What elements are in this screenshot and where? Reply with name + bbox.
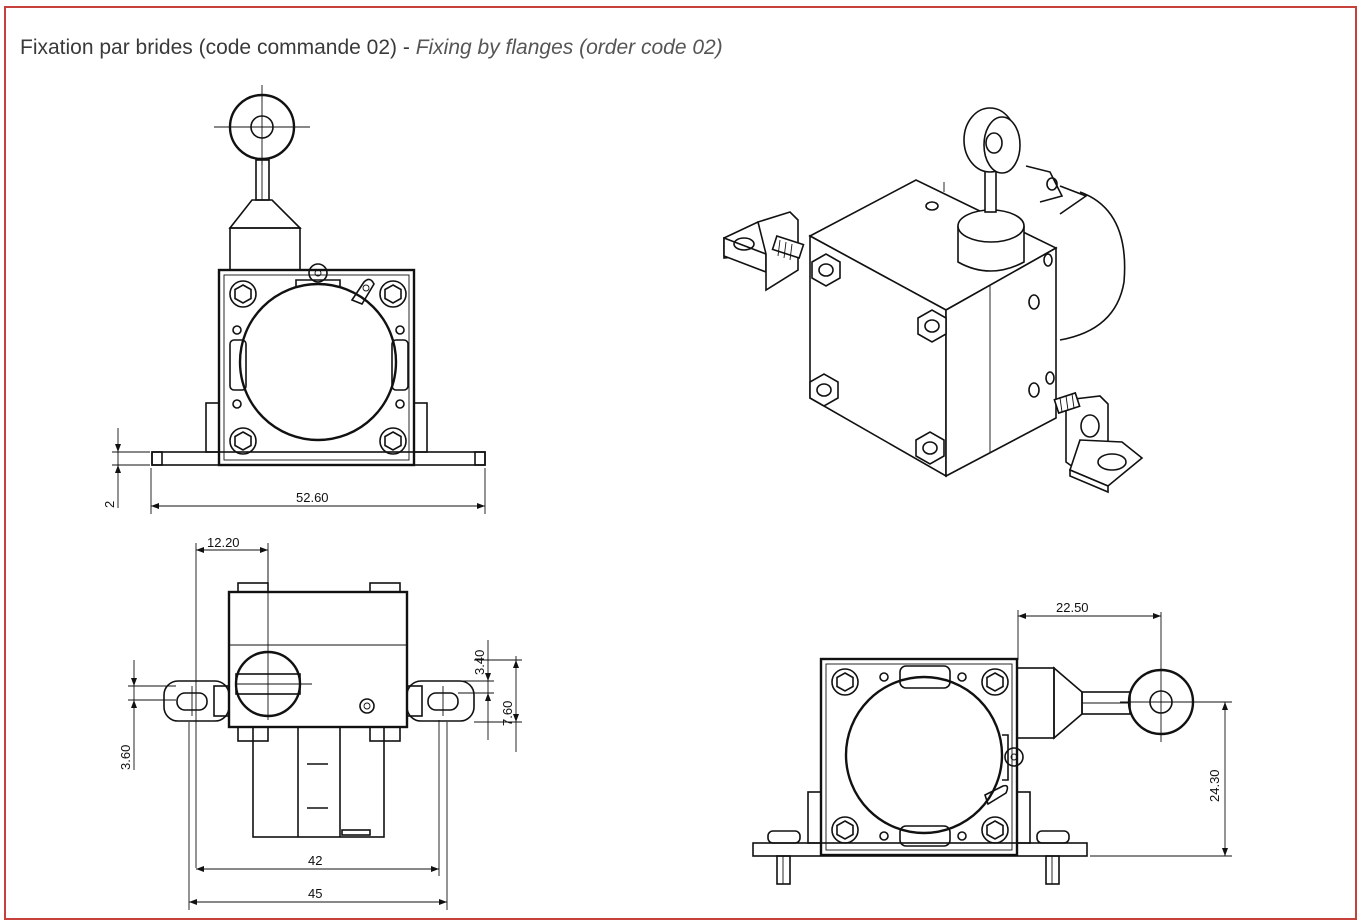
dim-side-cable-height: 24.30 [1207, 769, 1222, 802]
caption-french: Fixation par brides (code commande 02) [20, 36, 398, 59]
dim-top-left-height: 3.60 [118, 745, 133, 770]
dim-top-flange-height: 7.60 [500, 701, 515, 726]
dim-front-thickness: 2 [102, 501, 117, 508]
dim-side-cable-offset: 22.50 [1056, 600, 1089, 615]
isometric-view [723, 107, 1144, 494]
front-view: 52.60 2 [102, 85, 486, 514]
side-view: 22.50 24.30 [752, 600, 1232, 885]
caption-separator: - [397, 36, 416, 59]
dim-front-width: 52.60 [296, 490, 329, 505]
caption-english: Fixing by flanges (order code 02) [415, 36, 723, 59]
dim-top-inner-width: 42 [308, 853, 322, 868]
top-view: 12.20 42 45 3.60 3.40 7.60 [118, 535, 522, 910]
figure-caption: Fixation par brides (code commande 02) -… [20, 36, 723, 60]
figure-frame [4, 6, 1357, 920]
dim-top-slot-height: 3.40 [472, 650, 487, 675]
dim-top-offset: 12.20 [207, 535, 240, 550]
dim-top-outer-width: 45 [308, 886, 322, 901]
